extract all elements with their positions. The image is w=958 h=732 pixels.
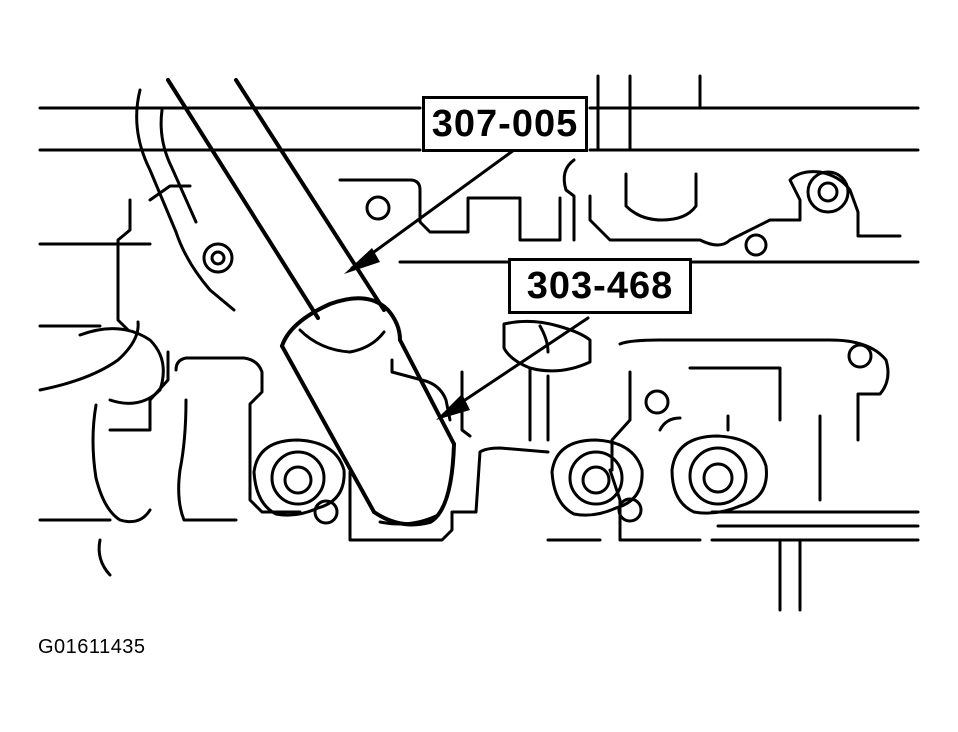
tool-303-468-sleeve bbox=[280, 296, 456, 527]
engine-block-linework bbox=[38, 74, 920, 612]
tool-307-005-shaft bbox=[166, 78, 386, 354]
arrowheads bbox=[344, 248, 470, 420]
figure-id-label: G01611435 bbox=[38, 636, 146, 658]
callout-303-468: 303-468 bbox=[508, 258, 692, 314]
leader-lines bbox=[350, 148, 590, 416]
boss-middle bbox=[550, 438, 644, 517]
boss-right bbox=[670, 434, 768, 515]
callout-307-005: 307-005 bbox=[422, 96, 588, 152]
boss-left bbox=[252, 438, 346, 517]
